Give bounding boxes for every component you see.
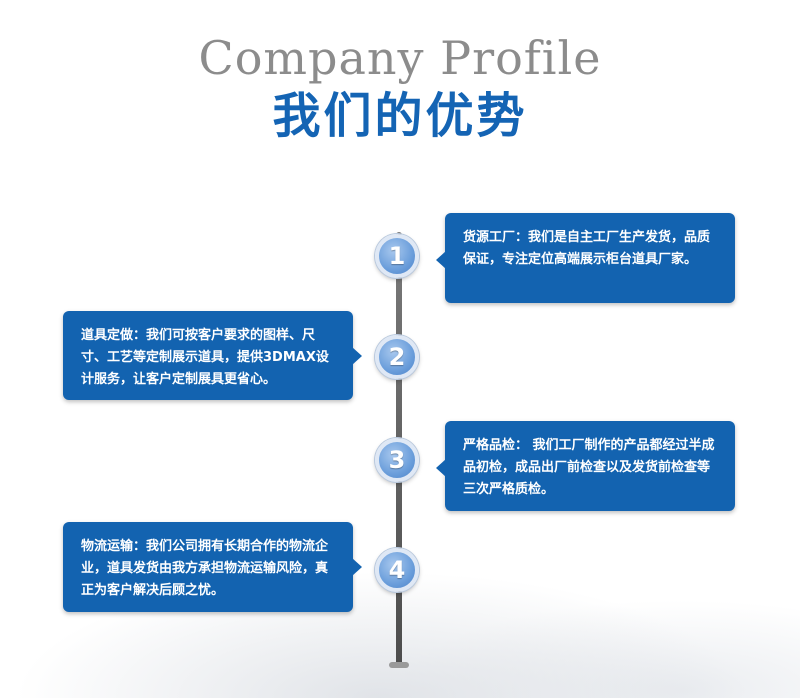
step-2-pointer xyxy=(352,347,362,365)
step-1-badge: 1 xyxy=(375,234,419,278)
step-2-text: 道具定做：我们可按客户要求的图样、尺寸、工艺等定制展示道具，提供3DMAX设计服… xyxy=(81,328,329,387)
step-3-pointer xyxy=(436,459,446,477)
page-title-chinese: 我们的优势 xyxy=(272,88,528,144)
step-1-text: 货源工厂：我们是自主工厂生产发货，品质保证，专注定位高端展示柜台道具厂家。 xyxy=(463,230,711,267)
step-3-callout: 严格品检： 我们工厂制作的产品都经过半成品初检，成品出厂前检查以及发货前检查等三… xyxy=(436,421,735,511)
step-4-text: 物流运输：我们公司拥有长期合作的物流企业，道具发货由我方承担物流运输风险，真正为… xyxy=(81,539,329,598)
step-4-callout: 物流运输：我们公司拥有长期合作的物流企业，道具发货由我方承担物流运输风险，真正为… xyxy=(63,522,362,612)
step-3-badge: 3 xyxy=(375,438,419,482)
timeline-base xyxy=(389,662,409,668)
step-4-pointer xyxy=(352,558,362,576)
step-4-badge: 4 xyxy=(375,548,419,592)
step-2-badge: 2 xyxy=(375,335,419,379)
page-title-english: Company Profile xyxy=(198,31,602,85)
step-2-callout: 道具定做：我们可按客户要求的图样、尺寸、工艺等定制展示道具，提供3DMAX设计服… xyxy=(63,311,362,400)
step-1-pointer xyxy=(436,251,446,269)
step-1-callout: 货源工厂：我们是自主工厂生产发货，品质保证，专注定位高端展示柜台道具厂家。 xyxy=(436,213,735,303)
step-3-text: 严格品检： 我们工厂制作的产品都经过半成品初检，成品出厂前检查以及发货前检查等三… xyxy=(463,438,715,497)
